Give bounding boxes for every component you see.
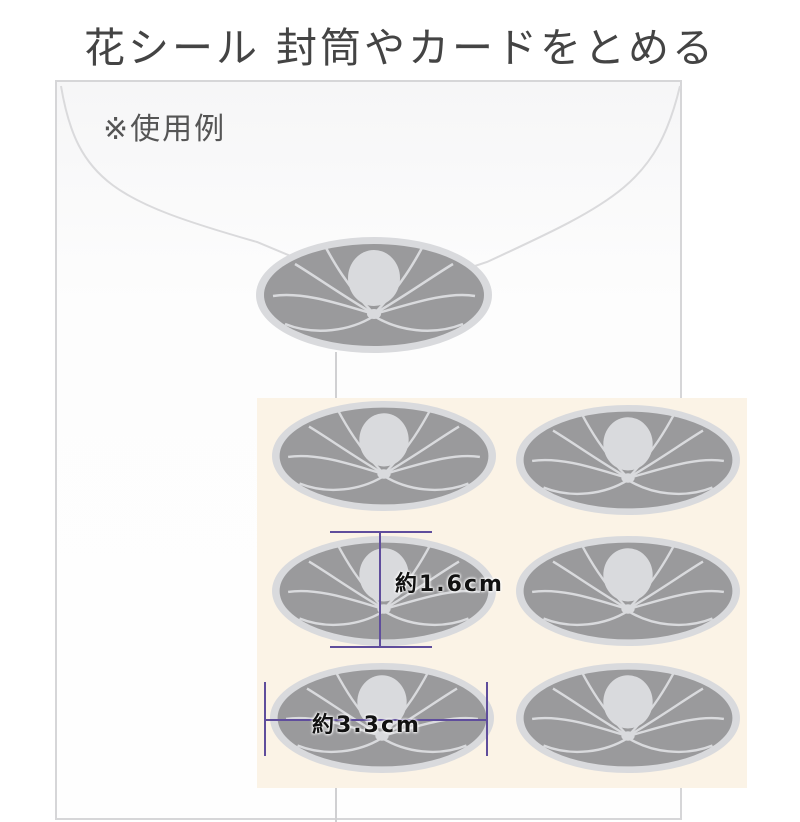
flower-sticker-icon	[516, 662, 740, 774]
height-dimension-label: 約1.6cm	[395, 572, 504, 597]
usage-example-label: ※使用例	[103, 112, 227, 147]
flower-sticker-icon	[256, 237, 492, 353]
width-dimension-label: 約3.3cm	[312, 713, 421, 738]
flower-sticker-icon	[516, 404, 740, 516]
flower-sticker-icon	[272, 535, 496, 647]
flower-sticker-icon	[272, 400, 496, 512]
flower-sticker-icon	[516, 535, 740, 647]
flower-sticker-icon	[270, 662, 494, 774]
width-dimension-right-tick	[486, 682, 488, 756]
height-dimension-bottom-tick	[330, 646, 432, 648]
height-dimension-line	[379, 531, 381, 646]
width-dimension-line	[264, 719, 487, 721]
page-title: 花シール 封筒やカードをとめる	[83, 24, 717, 72]
height-dimension-top-tick	[330, 531, 432, 533]
